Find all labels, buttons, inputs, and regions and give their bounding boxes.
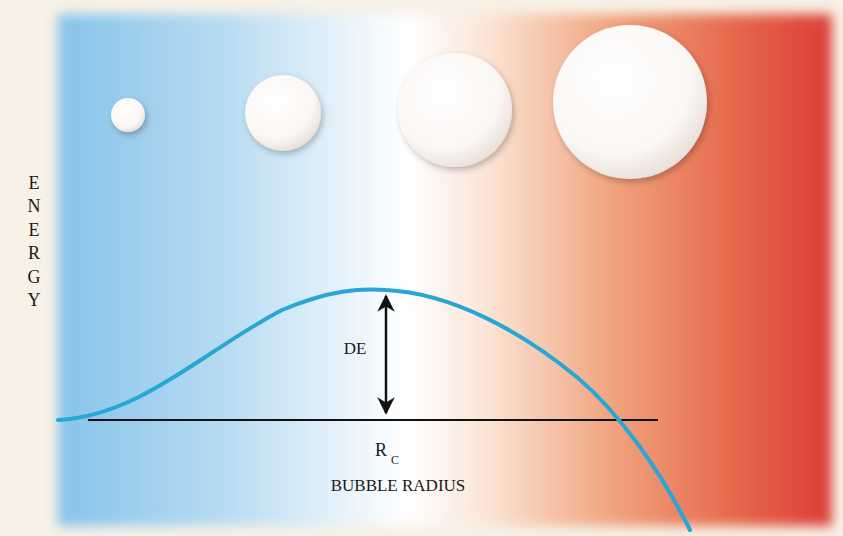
radius-symbol: R [375, 441, 387, 459]
bubbles [111, 25, 707, 179]
axis-label: ENERGY [25, 172, 43, 312]
bubble [245, 75, 321, 151]
bubble [398, 53, 512, 167]
bubble [111, 98, 145, 132]
baseline [88, 419, 658, 421]
temperature-gradient [58, 14, 832, 526]
bubble [553, 25, 707, 179]
barrier-label: DE [344, 340, 367, 357]
barrier-arrow [385, 296, 388, 413]
axis-label: BUBBLE RADIUS [331, 477, 466, 494]
radius-subscript: C [391, 454, 399, 466]
energy-curve [58, 289, 690, 530]
